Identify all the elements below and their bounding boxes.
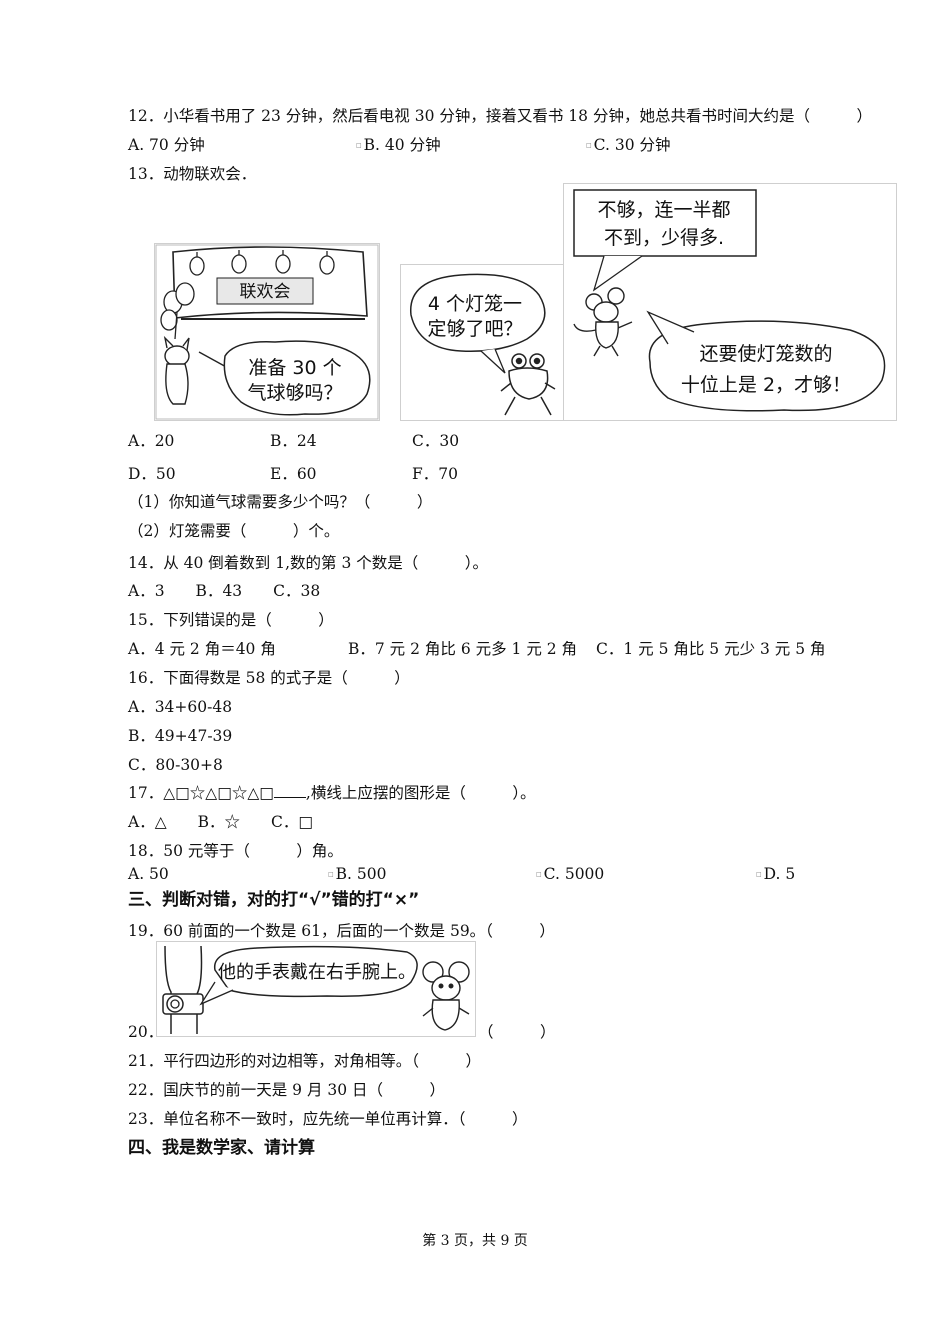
lantern-icons bbox=[189, 250, 335, 276]
bubble-text-line1: 4 个灯笼一 bbox=[428, 293, 522, 315]
q17-stem-end: ,横线上应摆的图形是（ ）。 bbox=[305, 784, 536, 802]
q20-paren: （ ） bbox=[478, 1023, 556, 1041]
q13-option-b: B．24 bbox=[270, 432, 317, 450]
q16-option-b: B．49+47-39 bbox=[128, 727, 233, 745]
mouse-icon bbox=[573, 287, 633, 357]
q17-options: A．△ B．☆ C．□ bbox=[128, 813, 314, 831]
bullet-mark: □ bbox=[356, 142, 362, 149]
q13-option-c: C．30 bbox=[412, 432, 460, 450]
animal-party-figure-banner: 联欢会 准备 30 个 气球够吗？ bbox=[154, 243, 380, 421]
q15-stem: 15．下列错误的是（ ） bbox=[128, 611, 334, 629]
bubble-text-line2: 十位上是 2，才够！ bbox=[681, 374, 851, 396]
bullet-mark: □ bbox=[536, 871, 542, 878]
watch-figure: 他的手表戴在右手腕上。 bbox=[156, 941, 476, 1037]
speech-bubble bbox=[223, 340, 371, 416]
speech-box bbox=[573, 189, 757, 257]
q12-stem: 12．小华看书用了 23 分钟，然后看电视 30 分钟，接着又看书 18 分钟，… bbox=[128, 107, 872, 125]
bullet-mark: □ bbox=[756, 871, 762, 878]
speech-bubble bbox=[214, 945, 418, 998]
q13-option-f: F．70 bbox=[412, 465, 458, 483]
watch-icon bbox=[170, 999, 180, 1009]
q22-text: 22．国庆节的前一天是 9 月 30 日（ ） bbox=[128, 1081, 446, 1099]
q13-stem: 13．动物联欢会． bbox=[128, 165, 257, 183]
q17-blank bbox=[273, 783, 306, 798]
q16-option-c: C．80-30+8 bbox=[128, 756, 223, 774]
q13-option-a: A．20 bbox=[128, 432, 175, 450]
q18-option-d: □D. 5 bbox=[756, 865, 796, 883]
q13-sub1: （1）你知道气球需要多少个吗？（ ） bbox=[128, 493, 433, 511]
section-4-heading: 四、我是数学家、请计算 bbox=[128, 1138, 315, 1158]
q13-sub2: （2）灯笼需要（ ）个。 bbox=[128, 522, 340, 540]
q12-option-a: A. 70 分钟 bbox=[128, 136, 205, 154]
box-text-line2: 不到，少得多. bbox=[604, 227, 724, 249]
q17-stem: 17．△□☆△□☆△□ ,横线上应摆的图形是（ ）。 bbox=[128, 783, 536, 803]
animal-party-figure-mouse: 不够，连一半都 不到，少得多. 还要使灯笼数的 十位上是 2，才够！ bbox=[563, 183, 897, 421]
q21-text: 21．平行四边形的对边相等，对角相等。（ ） bbox=[128, 1052, 481, 1070]
q14-stem: 14．从 40 倒着数到 1,数的第 3 个数是（ ）。 bbox=[128, 554, 488, 572]
q20-number: 20． bbox=[128, 1023, 164, 1041]
q18-option-a: A. 50 bbox=[128, 865, 169, 883]
q12-option-c: □C. 30 分钟 bbox=[586, 136, 671, 154]
q16-option-a: A．34+60-48 bbox=[128, 698, 233, 716]
q15-option-b: B．7 元 2 角比 6 元多 1 元 2 角 bbox=[348, 640, 578, 658]
q14-options: A．3 B．43 C．38 bbox=[128, 582, 321, 600]
q19-text: 19．60 前面的一个数是 61，后面的一个数是 59。（ ） bbox=[128, 922, 555, 940]
page-footer: 第 3 页，共 9 页 bbox=[422, 1233, 528, 1249]
bubble-text-line2: 定够了吧？ bbox=[427, 318, 522, 340]
section-3-heading: 三、判断对错，对的打“√”错的打“×” bbox=[128, 890, 420, 910]
q17-stem-start: 17．△□☆△□☆△□ bbox=[128, 784, 274, 802]
animal-party-figure-frog: 4 个灯笼一 定够了吧？ bbox=[400, 264, 564, 421]
frog-icon bbox=[500, 353, 556, 416]
bubble-text-line1: 还要使灯笼数的 bbox=[699, 343, 832, 365]
mouse-icon bbox=[422, 961, 470, 1031]
q12-option-b: □B. 40 分钟 bbox=[356, 136, 441, 154]
q18-option-c: □C. 5000 bbox=[536, 865, 605, 883]
fox-icon bbox=[163, 335, 190, 405]
q15-option-a: A．4 元 2 角＝40 角 bbox=[128, 640, 276, 658]
bullet-mark: □ bbox=[586, 142, 592, 149]
q18-option-b: □B. 500 bbox=[328, 865, 387, 883]
q13-option-e: E．60 bbox=[270, 465, 317, 483]
q13-option-d: D．50 bbox=[128, 465, 176, 483]
bubble-text-line1: 准备 30 个 bbox=[248, 357, 341, 379]
balloon-icons bbox=[160, 282, 195, 340]
bubble-text-line2: 气球够吗？ bbox=[247, 382, 342, 404]
speech-bubble bbox=[410, 273, 546, 352]
q18-stem: 18．50 元等于（ ）角。 bbox=[128, 842, 343, 860]
bubble-text: 他的手表戴在右手腕上。 bbox=[218, 962, 416, 983]
box-text-line1: 不够，连一半都 bbox=[597, 199, 730, 221]
q23-text: 23．单位名称不一致时，应先统一单位再计算．（ ） bbox=[128, 1110, 528, 1128]
q16-stem: 16．下面得数是 58 的式子是（ ） bbox=[128, 669, 410, 687]
wrist-hand-icon bbox=[162, 945, 204, 1034]
q15-option-c: C．1 元 5 角比 5 元少 3 元 5 角 bbox=[596, 640, 826, 658]
bullet-mark: □ bbox=[328, 871, 334, 878]
banner-text: 联欢会 bbox=[240, 282, 291, 302]
speech-bubble bbox=[648, 320, 886, 412]
